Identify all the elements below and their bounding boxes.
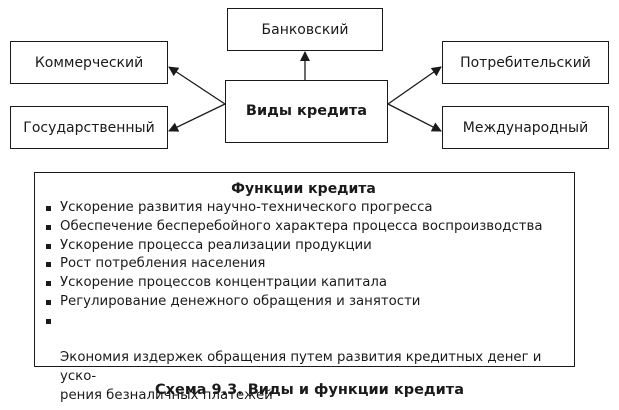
function-item-text: Обеспечение бесперебойного характера про…	[60, 218, 543, 234]
functions-title: Функции кредита	[231, 181, 376, 197]
bullet-icon	[46, 299, 51, 305]
banking-credit-box: Банковский	[227, 8, 383, 51]
state-credit-box: Государственный	[10, 106, 168, 149]
function-item-text: Ускорение развития научно-технического п…	[60, 200, 433, 215]
functions-list: Ускорение развития научно-технического п…	[43, 199, 564, 406]
arrow-to-commercial	[168, 66, 226, 105]
bullet-icon	[46, 262, 51, 268]
bullet-icon	[46, 318, 51, 324]
function-item-text: Ускорение процессов концентрации капитал…	[60, 275, 388, 291]
function-item: Обеспечение бесперебойного характера про…	[43, 218, 564, 237]
figure-caption: Схема 9.3. Виды и функции кредита	[155, 382, 464, 398]
function-item-text: Ускорение процесса реализации продукции	[60, 237, 372, 253]
credit-types-box: Виды кредита	[225, 80, 388, 143]
connector-arrows	[168, 51, 442, 132]
function-item: Ускорение процесса реализации продукции	[43, 237, 564, 256]
function-item-text: Экономия издержек обращения путем развит…	[60, 350, 542, 403]
arrow-to-state	[168, 103, 226, 132]
credit-functions-box: Функции кредита Ускорение развития научн…	[34, 172, 575, 403]
function-item-text: Рост потребления населения	[60, 256, 266, 272]
consumer-credit-box: Потребительский	[442, 41, 609, 84]
bullet-icon	[46, 243, 51, 249]
bullet-icon	[46, 206, 51, 211]
commercial-credit-box: Коммерческий	[10, 41, 168, 84]
bullet-icon	[46, 281, 51, 287]
arrow-to-international	[387, 103, 442, 132]
arrow-to-consumer	[387, 66, 442, 105]
function-item: Ускорение процессов концентрации капитал…	[43, 274, 564, 293]
bullet-icon	[46, 224, 51, 230]
function-item: Ускорение развития научно-технического п…	[43, 199, 564, 218]
function-item: Экономия издержек обращения путем развит…	[43, 312, 564, 406]
international-credit-box: Международный	[442, 106, 609, 149]
function-item: Регулирование денежного обращения и заня…	[43, 293, 564, 312]
function-item: Рост потребления населения	[43, 255, 564, 274]
function-item-text: Регулирование денежного обращения и заня…	[60, 293, 421, 309]
